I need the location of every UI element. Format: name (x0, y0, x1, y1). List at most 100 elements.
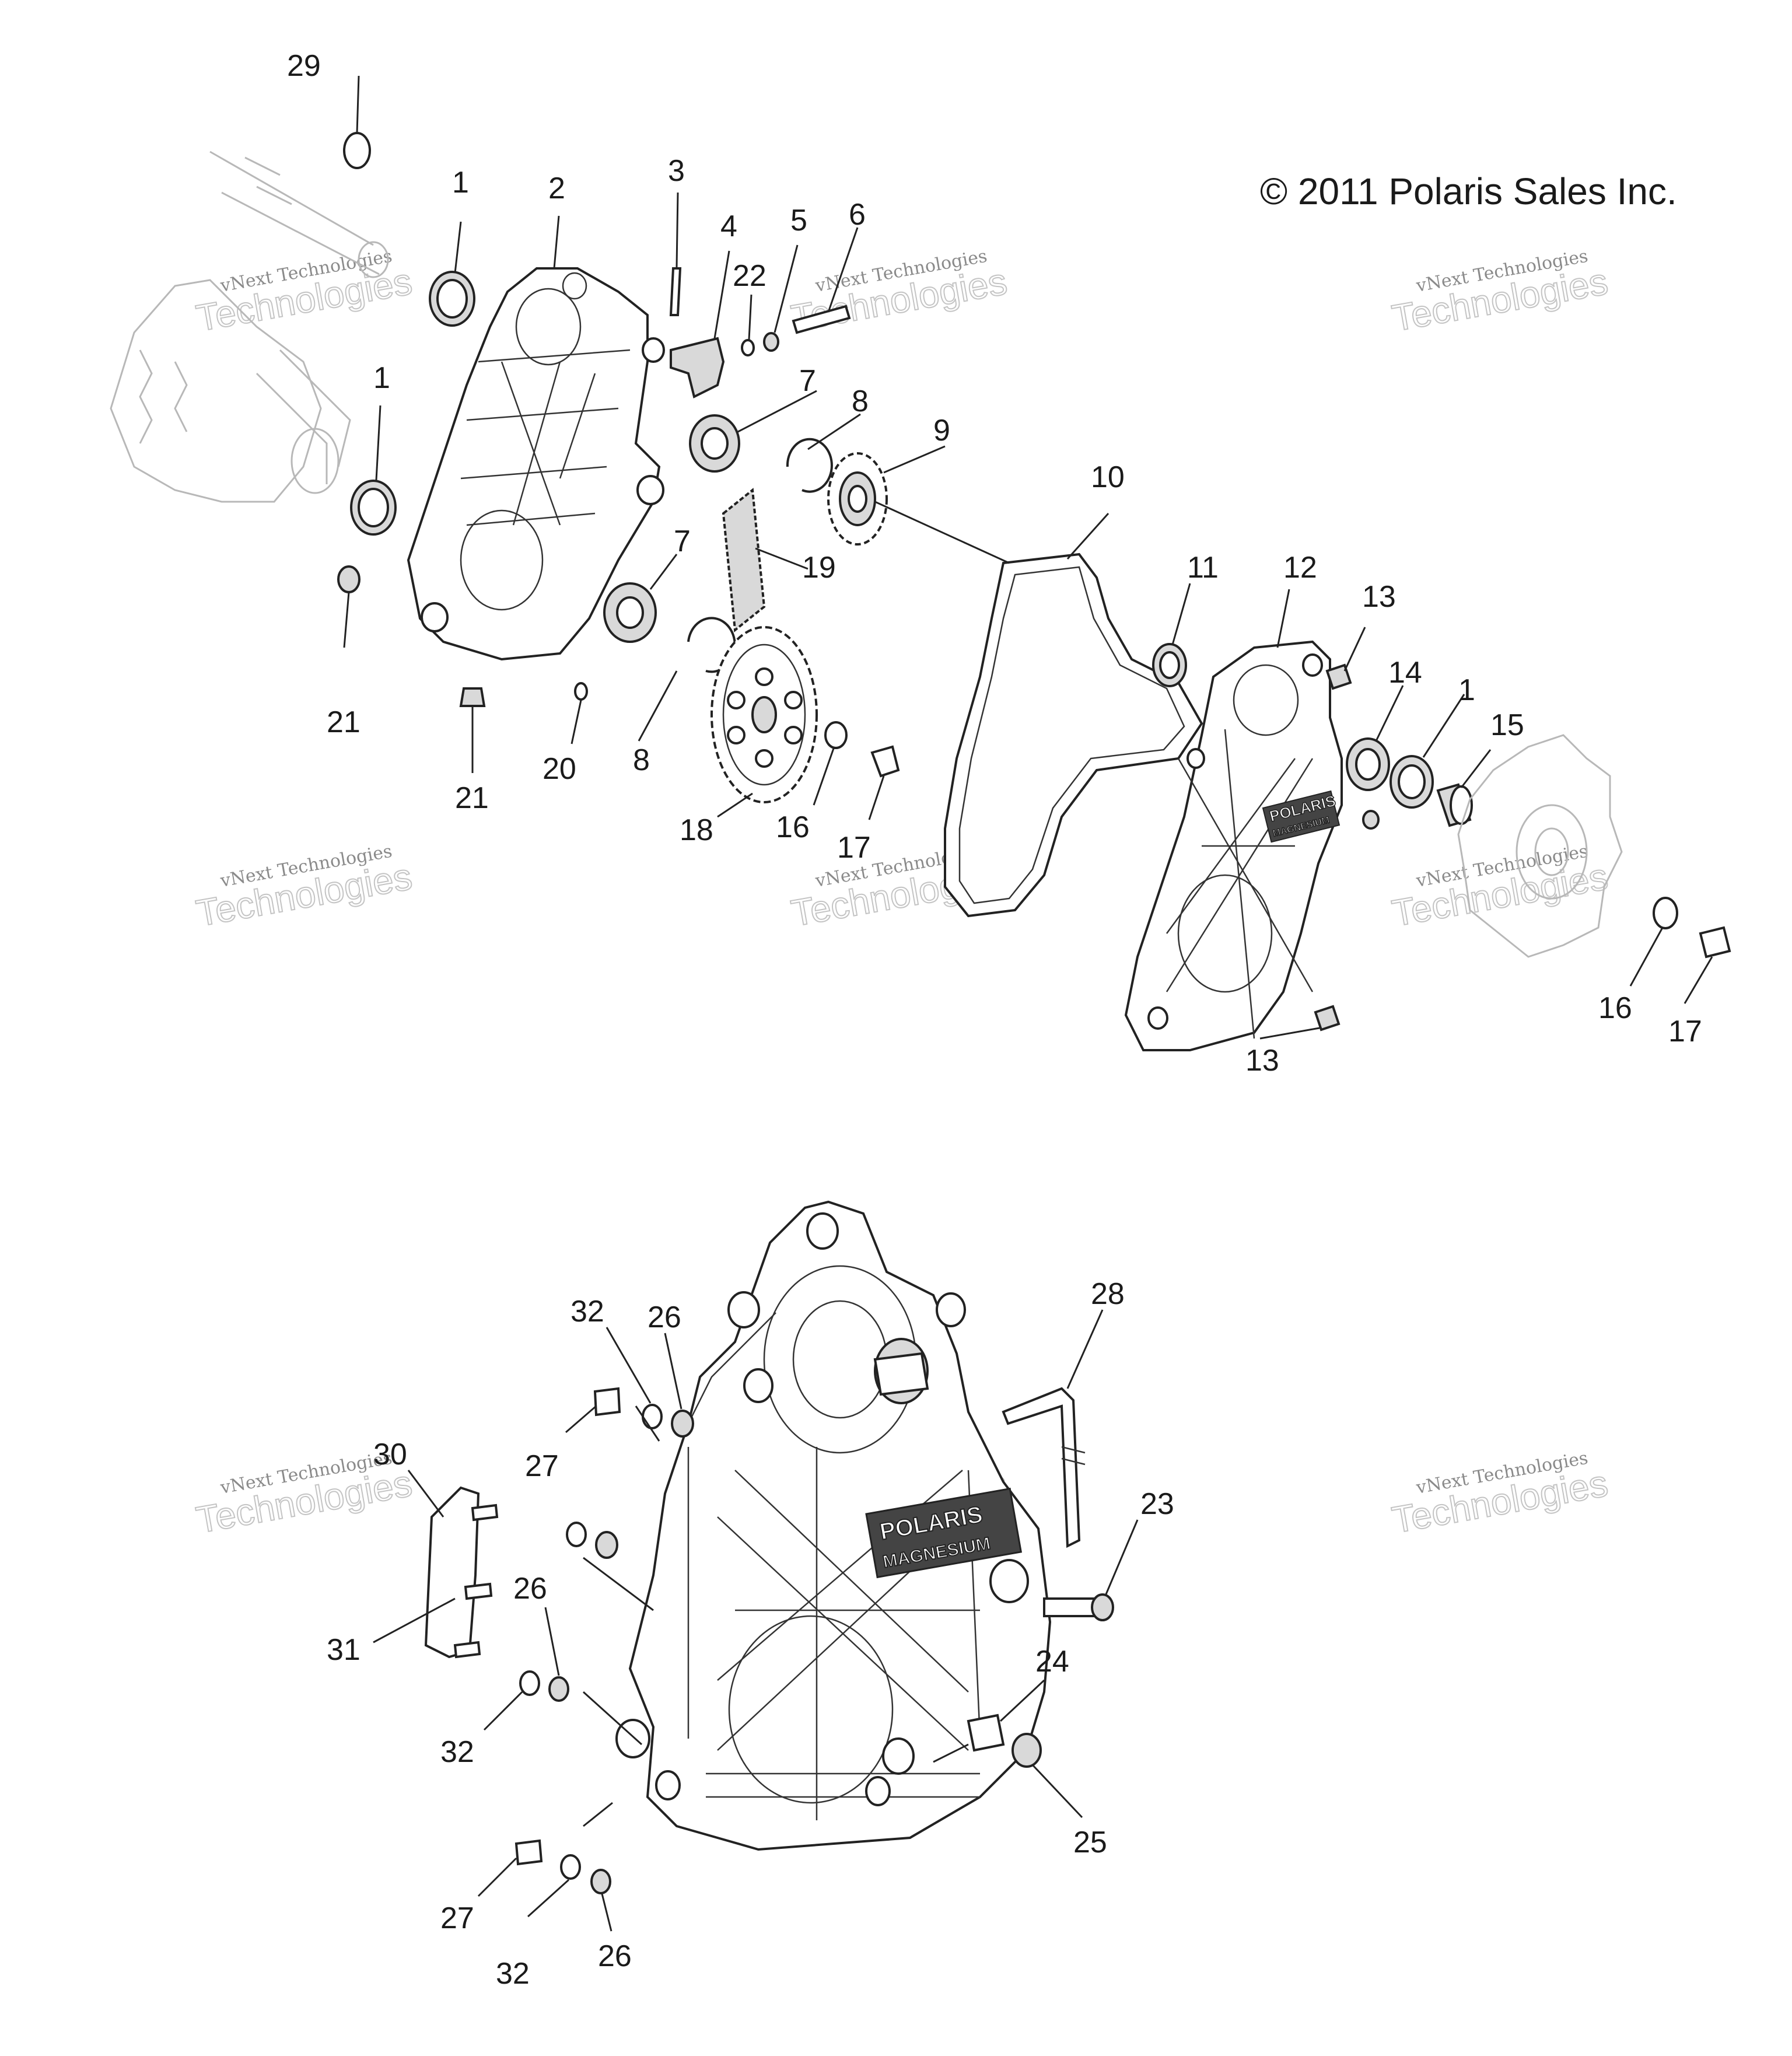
callout-14: 14 (1388, 656, 1422, 690)
part-21-plug-upper (337, 565, 360, 593)
part-1-seal-lower (350, 480, 397, 536)
callout-17: 17 (837, 831, 871, 865)
part-32-washer-lower (560, 1854, 581, 1880)
callout-20: 20 (542, 752, 576, 786)
callout-27: 27 (440, 1901, 474, 1935)
part-26-nut-upper (671, 1410, 694, 1438)
callout-8: 8 (852, 384, 869, 418)
callout-31: 31 (327, 1633, 360, 1667)
part-22-washer (741, 339, 755, 356)
part-18-lower-sprocket (710, 626, 818, 803)
callout-24: 24 (1035, 1645, 1069, 1679)
part-1-seal-right (1390, 755, 1434, 809)
part-7-bearing-lower (603, 582, 657, 643)
part-3-pin (669, 267, 682, 316)
watermark: vNext Technologies Technologies (192, 246, 415, 340)
ghost-engine-shaft (110, 151, 389, 503)
watermark: vNext Technologies Technologies (1388, 246, 1611, 340)
callout-7: 7 (799, 364, 816, 398)
part-13-bolt-lower (1314, 1005, 1340, 1032)
part-20-dowel (574, 682, 588, 701)
part-27-bolt-lower (514, 1839, 543, 1866)
part-2-inner-chaincase (407, 267, 665, 661)
callout-30: 30 (373, 1438, 407, 1471)
callout-3: 3 (668, 154, 685, 188)
part-14-bearing (1346, 737, 1390, 791)
part-27-bolt-upper (593, 1387, 621, 1417)
part-16-washer-right (1653, 897, 1678, 929)
part-32-washer-upper (642, 1404, 663, 1429)
callout-26: 26 (598, 1939, 632, 1973)
part-9-upper-sprocket (827, 452, 888, 546)
callout-21: 21 (455, 781, 489, 815)
part-10-gasket (944, 553, 1203, 918)
ghost-brake-disc (1457, 734, 1623, 958)
part-25-nut (1012, 1733, 1042, 1768)
watermark: vNext Technologies Technologies (1388, 1448, 1611, 1542)
part-11-seal (1152, 643, 1187, 687)
part-21-plug-lower (459, 687, 486, 707)
callouts: 29 1 2 3 4 5 22 6 1 7 8 9 10 19 7 11 12 … (287, 49, 1702, 1991)
callout-6: 6 (849, 198, 866, 232)
callout-32: 32 (440, 1735, 474, 1769)
callout-25: 25 (1073, 1826, 1107, 1859)
part-26-nut-lower (590, 1869, 611, 1894)
part-30-bracket (424, 1486, 499, 1659)
callout-22: 22 (733, 259, 766, 293)
part-12-outer-chaincase-cover: POLARIS MAGNESIUM (1124, 640, 1343, 1051)
callout-13: 13 (1362, 580, 1396, 614)
callout-15: 15 (1490, 708, 1524, 742)
callout-21: 21 (327, 705, 360, 739)
part-31-stud-lower (453, 1641, 481, 1659)
part-24-bolt (967, 1714, 1005, 1752)
callout-1: 1 (452, 166, 469, 200)
callout-9: 9 (933, 414, 950, 447)
part-19-chain (722, 488, 766, 632)
callout-10: 10 (1091, 460, 1125, 494)
callout-28: 28 (1091, 1277, 1125, 1311)
polaris-magnesium-badge: POLARIS MAGNESIUM (865, 1487, 1023, 1579)
assembled-chaincase: POLARIS MAGNESIUM (615, 1200, 1052, 1851)
part-8-snap-ring-upper (786, 438, 833, 493)
callout-7: 7 (674, 525, 691, 558)
callout-8: 8 (633, 743, 650, 777)
part-7-bearing-upper (689, 414, 740, 473)
part-washer-mid (566, 1522, 587, 1547)
part-4-tensioner-pad (670, 337, 725, 398)
callout-26: 26 (648, 1300, 681, 1334)
part-1-seal-upper (429, 271, 475, 327)
part-17-bolt-left (870, 745, 900, 778)
callout-1: 1 (373, 361, 390, 395)
part-26-nut-middle (548, 1676, 569, 1702)
part-23-bolt (1043, 1597, 1098, 1617)
part-15-bushing (1436, 783, 1473, 827)
callout-16: 16 (1598, 991, 1632, 1025)
part-31-stud-upper (471, 1503, 499, 1522)
callout-12: 12 (1283, 551, 1317, 585)
callout-27: 27 (525, 1449, 559, 1483)
part-28-vent-hose (1002, 1387, 1081, 1548)
part-5-nut (763, 332, 779, 352)
callout-4: 4 (720, 209, 737, 243)
watermark: vNext Technologies Technologies (192, 841, 415, 935)
callout-13: 13 (1245, 1044, 1279, 1078)
callout-26: 26 (513, 1572, 547, 1606)
callout-5: 5 (790, 204, 807, 237)
callout-32: 32 (496, 1957, 530, 1991)
callout-29: 29 (287, 49, 321, 83)
callout-2: 2 (548, 172, 565, 205)
callout-1: 1 (1458, 673, 1475, 707)
leader-lines-top (343, 75, 1713, 1040)
part-16-washer-left (824, 721, 848, 749)
callout-17: 17 (1668, 1015, 1702, 1048)
part-31-stud-middle (464, 1582, 493, 1600)
part-13-bolt-upper (1325, 663, 1352, 690)
part-17-bolt-right (1699, 926, 1731, 959)
part-32-washer-middle (519, 1670, 540, 1696)
callout-23: 23 (1140, 1487, 1174, 1521)
callout-18: 18 (680, 813, 713, 847)
leader-lines-bottom (373, 1309, 1139, 1932)
callout-11: 11 (1187, 551, 1219, 585)
copyright-text: © 2011 Polaris Sales Inc. (1260, 170, 1677, 212)
